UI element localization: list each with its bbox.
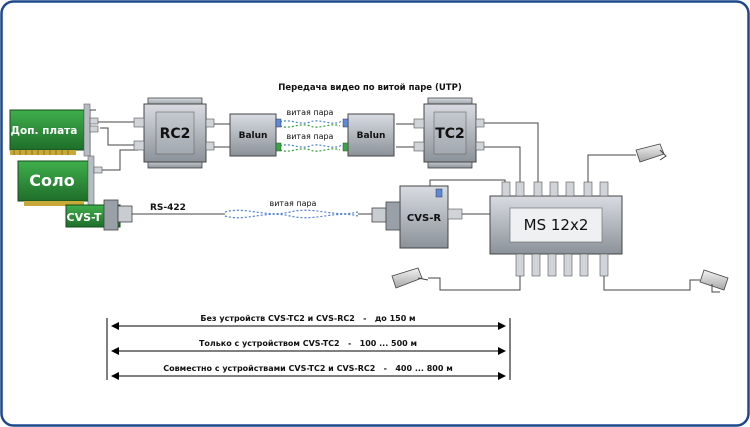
range-label-2: Только с устройством CVS-TC2 - 100 ... 5… bbox=[199, 339, 417, 348]
cvs-t-device: CVS-T bbox=[65, 199, 133, 231]
balun-right-label: Balun bbox=[357, 131, 386, 141]
ms-label: MS 12x2 bbox=[524, 216, 589, 234]
range-label-1: Без устройств CVS-TC2 и CVS-RC2 - до 150… bbox=[200, 314, 415, 323]
twisted-pairs bbox=[224, 120, 359, 219]
range-markers bbox=[106, 318, 511, 380]
tc2-label: TC2 bbox=[435, 126, 465, 142]
twisted-pair-top-label: витая пара bbox=[287, 108, 334, 117]
ms-12x2-device: MS 12x2 bbox=[489, 181, 623, 277]
tc2-device: TC2 bbox=[413, 97, 485, 169]
rs422-label: RS-422 bbox=[150, 203, 186, 213]
cvs-r-label: CVS-R bbox=[407, 213, 441, 224]
dop-plata-label: Доп. плата bbox=[11, 125, 78, 137]
balun-left-label: Balun bbox=[239, 131, 268, 141]
rc2-label: RC2 bbox=[160, 126, 191, 142]
cvs-r-device: CVS-R bbox=[371, 185, 463, 249]
cvs-t-label: CVS-T bbox=[67, 211, 102, 224]
twisted-pair-mid-label: витая пара bbox=[287, 132, 334, 141]
balun-left-device: Balun bbox=[229, 113, 282, 157]
camera-icon bbox=[635, 143, 667, 163]
twisted-pair-rs-label: витая пара bbox=[270, 199, 317, 208]
solo-board: Соло bbox=[17, 155, 103, 207]
solo-label: Соло bbox=[29, 171, 74, 190]
range-label-3: Совместно с устройствами CVS-TC2 и CVS-R… bbox=[163, 364, 453, 373]
dop-plata-board: Доп. плата bbox=[9, 103, 99, 157]
camera-icon bbox=[699, 269, 729, 293]
balun-right-device: Balun bbox=[342, 113, 395, 157]
rc2-device: RC2 bbox=[133, 97, 215, 169]
camera-icon bbox=[391, 267, 429, 289]
diagram-title: Передача видео по витой паре (UTP) bbox=[278, 83, 462, 93]
